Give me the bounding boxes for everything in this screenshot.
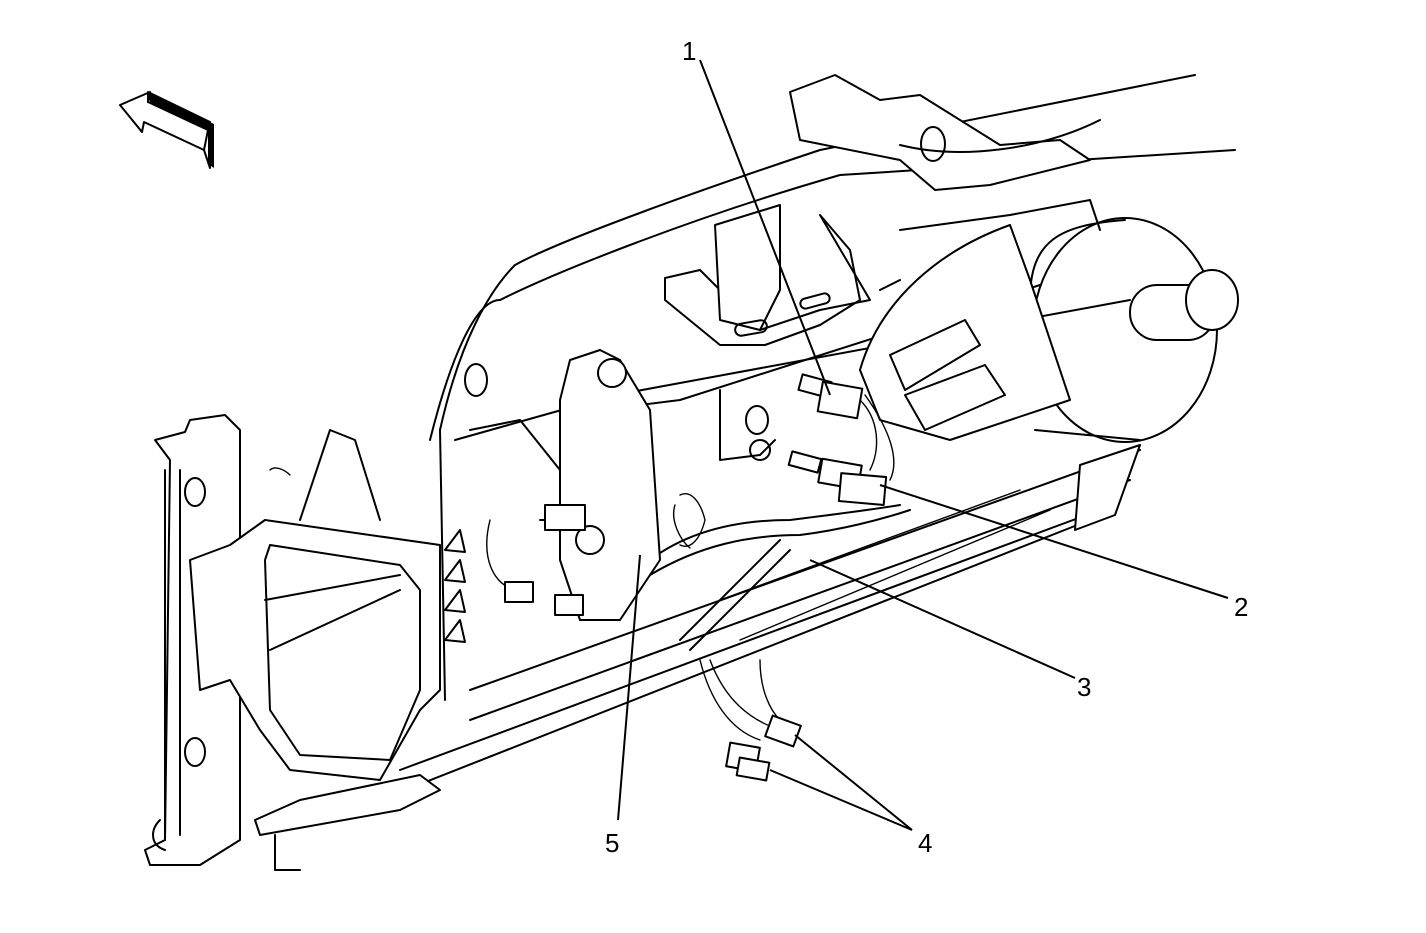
- steering-column-motor: [1029, 217, 1239, 443]
- callout-1: 1: [682, 36, 696, 66]
- callout-leaders: [617, 59, 1229, 831]
- callout-3: 3: [1077, 672, 1091, 702]
- wiring-harness: [649, 493, 911, 741]
- leader-3: [809, 559, 1076, 679]
- callout-5: 5: [605, 828, 619, 858]
- callout-labels: 1 2 3 4 5: [605, 36, 1248, 858]
- left-knee-bolster-bracket: [144, 414, 441, 871]
- leader-1: [699, 59, 831, 396]
- reinforcement-ribs: [444, 529, 466, 643]
- center-support-bracket: [469, 349, 661, 621]
- callout-2: 2: [1234, 592, 1248, 622]
- leader-2: [879, 484, 1229, 599]
- stoplamp-switch: [787, 373, 895, 506]
- harness-connectors-pair: [725, 714, 802, 782]
- leader-4b: [794, 734, 913, 831]
- mounting-bracket: [664, 204, 871, 461]
- leader-5: [617, 554, 641, 821]
- front-direction-arrow-icon: [119, 91, 214, 169]
- leader-4a: [769, 769, 913, 831]
- hvac-duct: [859, 199, 1101, 441]
- callout-4: 4: [918, 828, 932, 858]
- steering-column-housing: [499, 74, 1236, 301]
